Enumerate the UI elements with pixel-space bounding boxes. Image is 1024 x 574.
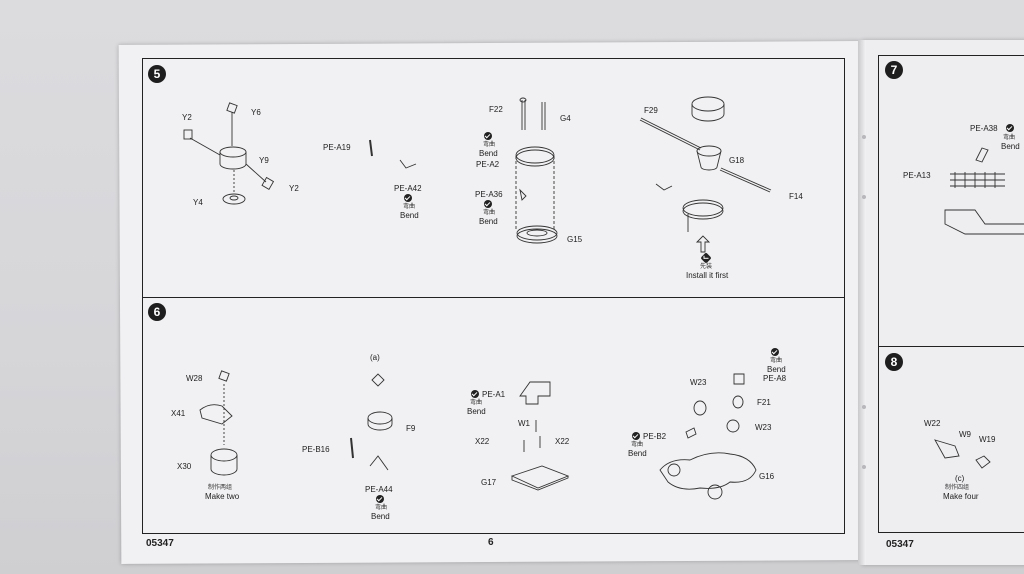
step-divider: [878, 346, 1024, 347]
label-f9: F9: [406, 424, 416, 433]
part-w19-gun: [934, 439, 991, 469]
step-number-8: 8: [885, 353, 903, 371]
bend-note: Bend: [479, 149, 498, 158]
label-pe-b2: PE-B2: [643, 432, 667, 441]
label-pe-a36: PE-A36: [475, 190, 503, 199]
label-pe-a38: PE-A38: [970, 124, 998, 133]
step-divider: [142, 297, 845, 298]
label-w9: W9: [959, 430, 971, 439]
product-code-right: 05347: [886, 539, 914, 550]
label-pe-a13: PE-A13: [903, 171, 931, 180]
bend-note-cn: 弯曲: [403, 204, 416, 210]
label-x22: X22: [475, 437, 490, 446]
check-circle-icon: [632, 432, 640, 440]
label-y2: Y2: [182, 113, 192, 122]
product-code-left: 05347: [146, 538, 174, 549]
bend-note: Bend: [467, 407, 486, 416]
label-y9: Y9: [259, 156, 269, 165]
part-g17-deck: [510, 381, 570, 491]
part-g16-platform: [659, 373, 757, 500]
step-number-5: 5: [148, 65, 166, 83]
part-g18-director: [639, 96, 772, 253]
part-pe-a13-rail: [944, 147, 1024, 235]
label-f29: F29: [644, 106, 658, 115]
install-note-cn: 先装: [700, 264, 713, 270]
check-circle-icon: [376, 495, 384, 503]
check-circle-icon: [484, 200, 492, 208]
bend-note: Bend: [371, 512, 390, 521]
bend-note-cn: 弯曲: [375, 505, 388, 511]
check-circle-icon: [771, 348, 779, 356]
label-y6: Y6: [251, 108, 261, 117]
check-circle-icon: [471, 390, 479, 398]
label-pe-a19: PE-A19: [323, 143, 351, 152]
label-y2-b: Y2: [289, 184, 299, 193]
part-g15-tower: [515, 97, 558, 244]
label-w28: W28: [186, 374, 203, 383]
bend-note-cn: 弯曲: [770, 358, 783, 364]
install-note: Install it first: [686, 271, 729, 280]
page-fold: [858, 40, 866, 565]
binding-hole: [862, 405, 866, 409]
label-g18: G18: [729, 156, 745, 165]
label-pe-a1: PE-A1: [482, 390, 506, 399]
label-pe-a8: PE-A8: [763, 374, 787, 383]
binding-hole: [862, 135, 866, 139]
page-number: 6: [488, 537, 494, 548]
bend-note-cn: 弯曲: [1003, 135, 1016, 141]
label-w23-b: W23: [755, 423, 772, 432]
label-pe-b16: PE-B16: [302, 445, 330, 454]
bend-note: Bend: [1001, 142, 1020, 151]
label-x41: X41: [171, 409, 186, 418]
bend-note: Bend: [628, 449, 647, 458]
label-w19: W19: [979, 435, 996, 444]
label-a: (a): [370, 353, 380, 362]
label-x30: X30: [177, 462, 192, 471]
label-f22: F22: [489, 105, 503, 114]
check-circle-icon: [404, 194, 412, 202]
label-c: (c): [955, 474, 965, 483]
part-x30-mount: [199, 370, 238, 476]
make-note: Make two: [205, 492, 240, 501]
bend-note: Bend: [400, 211, 419, 220]
label-g16: G16: [759, 472, 775, 481]
binding-hole: [862, 465, 866, 469]
check-circle-icon: [484, 132, 492, 140]
label-w23: W23: [690, 378, 707, 387]
instruction-page-right: [862, 40, 1024, 565]
label-f21: F21: [757, 398, 771, 407]
make-note-cn: 制作四组: [945, 485, 970, 491]
make-note-cn: 制作两组: [208, 485, 233, 491]
part-pe-a19: [369, 139, 417, 169]
label-w1: W1: [518, 419, 530, 428]
label-w22: W22: [924, 419, 941, 428]
part-f9-assembly: [350, 373, 393, 471]
bend-note-cn: 弯曲: [470, 400, 483, 406]
label-g4: G4: [560, 114, 571, 123]
bend-note: Bend: [767, 365, 786, 374]
label-x22-b: X22: [555, 437, 570, 446]
label-g17: G17: [481, 478, 497, 487]
label-g15: G15: [567, 235, 583, 244]
part-y9-turret: [183, 102, 275, 205]
label-y4: Y4: [193, 198, 203, 207]
label-pe-a42: PE-A42: [394, 184, 422, 193]
steps-frame-right: [878, 55, 1024, 533]
label-f14: F14: [789, 192, 803, 201]
bend-note-cn: 弯曲: [631, 442, 644, 448]
bend-note-cn: 弯曲: [483, 210, 496, 216]
step-number-7: 7: [885, 61, 903, 79]
label-pe-a2: PE-A2: [476, 160, 500, 169]
bend-note-cn: 弯曲: [483, 142, 496, 148]
step-number-6: 6: [148, 303, 166, 321]
steps-frame-left: [142, 58, 845, 534]
make-note: Make four: [943, 492, 979, 501]
check-circle-icon: [1006, 124, 1014, 132]
bend-note: Bend: [479, 217, 498, 226]
binding-hole: [862, 195, 866, 199]
label-pe-a44: PE-A44: [365, 485, 393, 494]
